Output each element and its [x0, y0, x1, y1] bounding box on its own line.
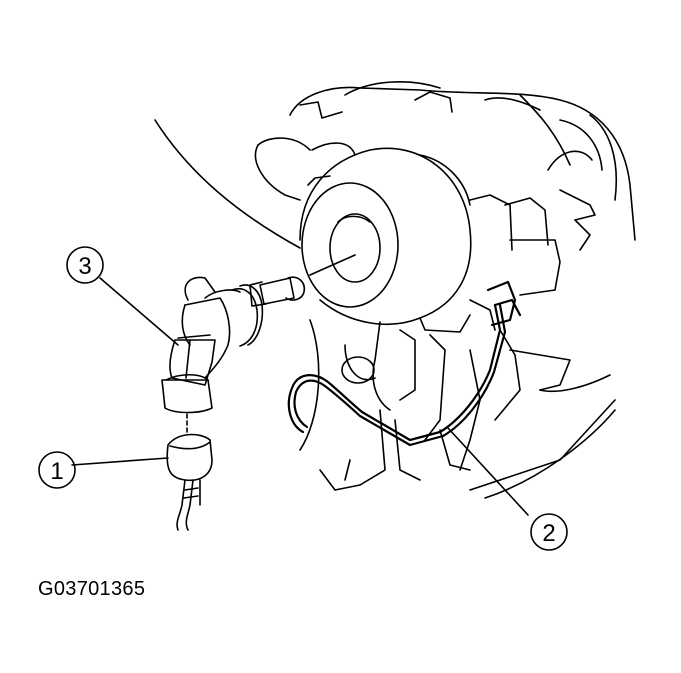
- connector-plug: [166, 433, 213, 531]
- callout-3-circle: [66, 246, 104, 284]
- headlight-bulb: [161, 276, 306, 414]
- callout-3-label: 3: [78, 253, 91, 280]
- callout-1-leader: [71, 457, 169, 466]
- callout-1-label: 1: [50, 458, 63, 485]
- callout-1-circle: [38, 451, 76, 489]
- callout-3-leader: [99, 277, 179, 346]
- callout-2-label: 2: [542, 520, 555, 547]
- callout-2-leader: [447, 427, 529, 516]
- callout-2-circle: [530, 513, 568, 551]
- retaining-clip: [287, 280, 522, 447]
- headlamp-housing: [154, 81, 636, 499]
- insertion-line: [309, 254, 356, 276]
- figure-code: G03701365: [38, 578, 146, 600]
